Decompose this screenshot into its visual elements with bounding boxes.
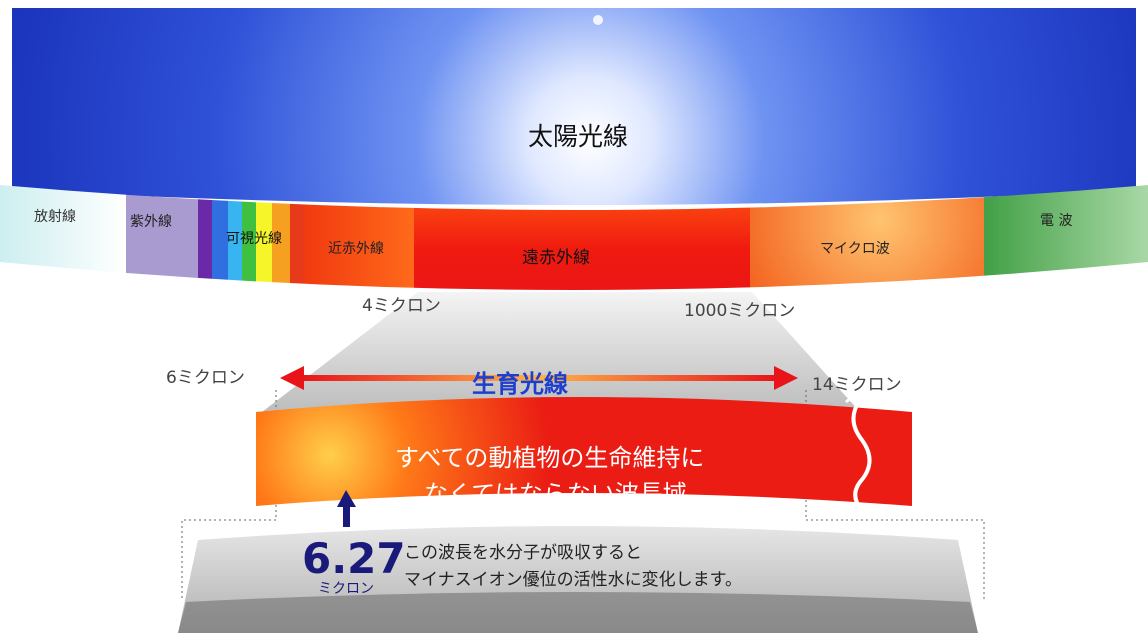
band-violet-stripe <box>198 185 212 290</box>
lower-slab-shadow <box>178 592 978 633</box>
band-blue-stripe <box>212 185 228 290</box>
micron-14-label: 14ミクロン <box>812 375 902 395</box>
growth-double-arrow <box>280 366 798 390</box>
micron-1000-label: 1000ミクロン <box>684 301 796 321</box>
wavelength-unit: ミクロン <box>318 581 374 597</box>
description-line2: マイナスイオン優位の活性水に変化します。 <box>404 570 742 590</box>
far-infrared-label: 遠赤外線 <box>522 248 590 268</box>
life-text-line1: すべての動植物の生命維持に <box>395 444 705 472</box>
band-cyan-stripe <box>228 185 242 290</box>
up-arrow-icon <box>337 490 356 527</box>
sunlight-label: 太陽光線 <box>528 122 629 151</box>
band-radiation <box>0 185 126 290</box>
near-infrared-label: 近赤外線 <box>328 241 384 257</box>
life-band <box>256 397 912 506</box>
radiation-label: 放射線 <box>34 209 76 225</box>
band-green-stripe <box>242 185 256 290</box>
wavy-break-line-tick <box>844 396 861 404</box>
wavelength-value: 6.27 <box>302 534 406 583</box>
microwave-label: マイクロ波 <box>820 241 890 257</box>
band-orange-stripe <box>272 185 290 290</box>
micron-6-label: 6ミクロン <box>166 368 245 388</box>
band-red-stripe <box>290 185 304 290</box>
description-line1: この波長を水分子が吸収すると <box>404 543 642 563</box>
growth-rays-label: 生育光線 <box>472 370 568 398</box>
micron-4-label: 4ミクロン <box>362 296 441 316</box>
band-ultraviolet <box>126 185 198 290</box>
visible-light-label: 可視光線 <box>226 231 282 247</box>
life-text-line2: なくてはならない波長域 <box>424 480 687 508</box>
radio-wave-label: 電 波 <box>1040 213 1073 229</box>
wavy-break-line <box>851 398 872 516</box>
band-yellow-stripe <box>256 185 272 290</box>
spectrum-funnel <box>262 292 860 412</box>
band-radio <box>984 185 1148 290</box>
sun-highlight <box>593 15 603 25</box>
ultraviolet-label: 紫外線 <box>130 214 172 230</box>
sunlight-sky <box>12 8 1136 205</box>
